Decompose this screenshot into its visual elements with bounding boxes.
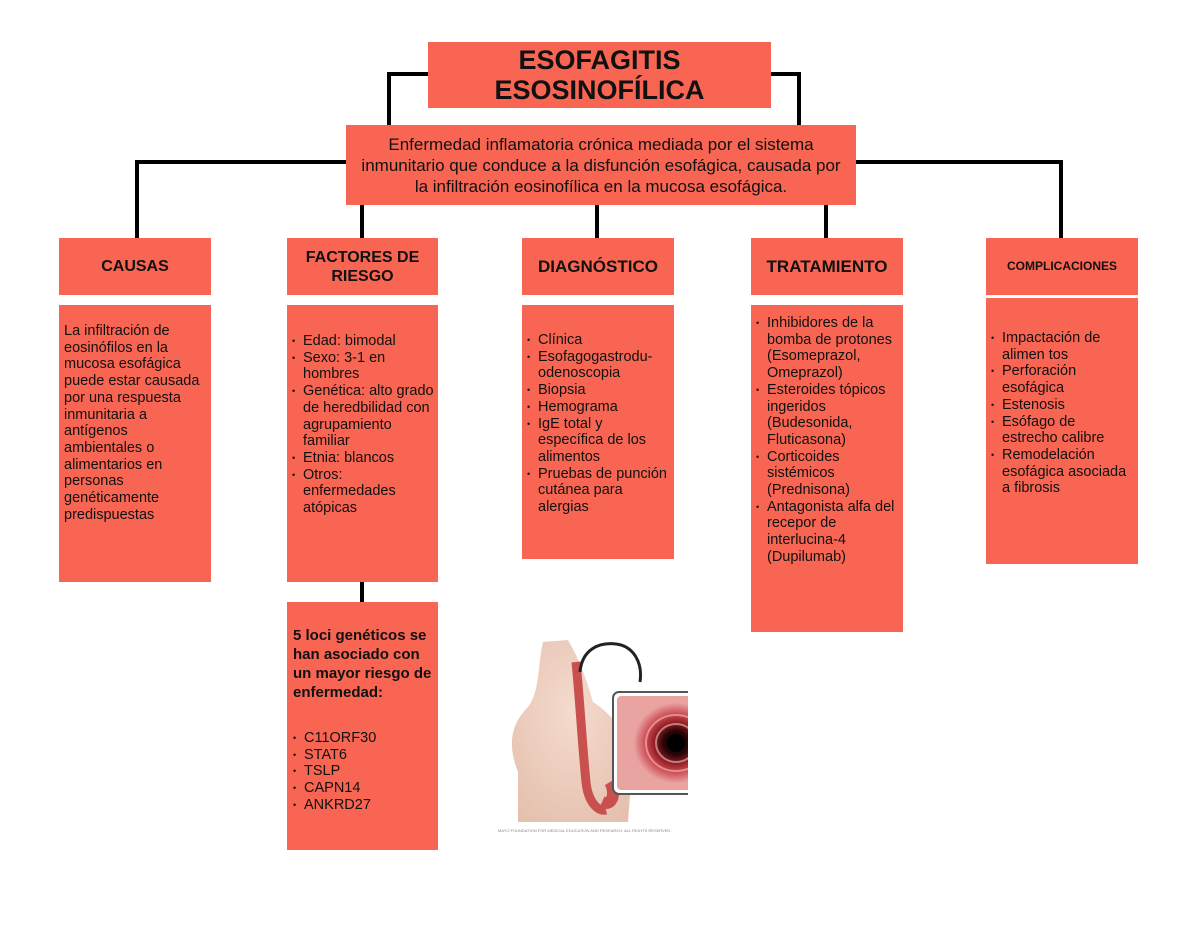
heading-tratamiento: TRATAMIENTO xyxy=(751,238,903,295)
list-item: Esteroides tópicos ingeridos (Budesonida… xyxy=(756,382,899,449)
endoscopy-illustration: MAYO FOUNDATION FOR MEDICAL EDUCATION AN… xyxy=(498,632,739,837)
list-item: STAT6 xyxy=(293,747,432,764)
connector xyxy=(360,203,364,240)
list-item: ANKRD27 xyxy=(293,797,432,814)
connector xyxy=(360,580,364,604)
heading-causas: CAUSAS xyxy=(59,238,211,295)
definition-text: Enfermedad inflamatoria crónica mediada … xyxy=(361,134,841,196)
causas-body: La infiltración de eosinófilos en la muc… xyxy=(59,305,211,582)
endoscopy-image: MAYO FOUNDATION FOR MEDICAL EDUCATION AN… xyxy=(498,640,739,833)
heading-diagnostico-label: DIAGNÓSTICO xyxy=(538,257,658,276)
tratamiento-list: Inhibidores de la bomba de protones (Eso… xyxy=(756,315,899,566)
list-item: Remodelación esofágica asociada a fibros… xyxy=(991,447,1134,497)
list-item: Otros: enfermedades atópicas xyxy=(292,467,434,517)
list-item: Edad: bimodal xyxy=(292,333,434,350)
list-item: TSLP xyxy=(293,763,432,780)
list-item: Impactación de alimen tos xyxy=(991,330,1134,363)
heading-factores: FACTORES DE RIESGO xyxy=(287,238,438,295)
genes-box: 5 loci genéticos se han asociado con un … xyxy=(287,602,438,850)
connector xyxy=(135,160,348,164)
list-item: Inhibidores de la bomba de protones (Eso… xyxy=(756,315,899,382)
list-item: Etnia: blancos xyxy=(292,450,434,467)
heading-causas-label: CAUSAS xyxy=(101,258,169,275)
connector xyxy=(135,160,139,240)
heading-factores-label: FACTORES DE RIESGO xyxy=(305,248,420,285)
factores-list: Edad: bimodal Sexo: 3-1 en hombres Genét… xyxy=(292,333,434,517)
connector xyxy=(1059,160,1063,240)
connector xyxy=(387,72,391,128)
heading-tratamiento-label: TRATAMIENTO xyxy=(766,257,888,276)
factores-body: Edad: bimodal Sexo: 3-1 en hombres Genét… xyxy=(287,305,438,582)
list-item: Esofagogastrodu­odenoscopia xyxy=(527,349,670,382)
genes-list: C11ORF30 STAT6 TSLP CAPN14 ANKRD27 xyxy=(293,730,432,814)
connector xyxy=(797,72,801,128)
title-line-1: ESOFAGITIS xyxy=(518,45,681,75)
list-item: IgE total y específica de los alimentos xyxy=(527,416,670,466)
definition-box: Enfermedad inflamatoria crónica mediada … xyxy=(346,125,856,205)
title-line-2: ESOSINOFÍLICA xyxy=(494,75,705,105)
list-item: Esófago de estrecho calibre xyxy=(991,414,1134,447)
list-item: Perforación esofágica xyxy=(991,363,1134,396)
page-title: ESOFAGITIS ESOSINOFÍLICA xyxy=(428,42,771,108)
connector xyxy=(387,72,429,76)
list-item: Hemograma xyxy=(527,399,670,416)
heading-complicaciones-label: COMPLICACIONES xyxy=(1006,259,1117,273)
diagnostico-list: Clínica Esofagogastrodu­odenoscopia Biop… xyxy=(527,332,670,516)
list-item: Pruebas de punción cutánea para alergias xyxy=(527,466,670,516)
heading-complicaciones: COMPLICACIONES xyxy=(986,238,1138,295)
connector xyxy=(771,72,801,76)
list-item: Antagonista alfa del recepor de interluc… xyxy=(756,499,899,566)
connector xyxy=(595,203,599,240)
connector xyxy=(824,203,828,240)
complicaciones-list: Impactación de alimen tos Perforación es… xyxy=(991,330,1134,497)
list-item: Corticoides sistémicos (Prednisona) xyxy=(756,449,899,499)
causas-text: La infiltración de eosinófilos en la muc… xyxy=(64,323,200,523)
list-item: Genética: alto grado de heredbilidad con… xyxy=(292,383,434,450)
list-item: Biopsia xyxy=(527,382,670,399)
list-item: Clínica xyxy=(527,332,670,349)
genes-title: 5 loci genéticos se han asociado con un … xyxy=(293,627,432,701)
tratamiento-body: Inhibidores de la bomba de protones (Eso… xyxy=(751,305,903,632)
heading-diagnostico: DIAGNÓSTICO xyxy=(522,238,674,295)
illustration-caption: MAYO FOUNDATION FOR MEDICAL EDUCATION AN… xyxy=(498,828,671,833)
complicaciones-body: Impactación de alimen tos Perforación es… xyxy=(986,298,1138,564)
list-item: CAPN14 xyxy=(293,780,432,797)
list-item: Sexo: 3-1 en hombres xyxy=(292,350,434,383)
list-item: C11ORF30 xyxy=(293,730,432,747)
list-item: Estenosis xyxy=(991,397,1134,414)
diagnostico-body: Clínica Esofagogastrodu­odenoscopia Biop… xyxy=(522,305,674,559)
connector xyxy=(855,160,1063,164)
